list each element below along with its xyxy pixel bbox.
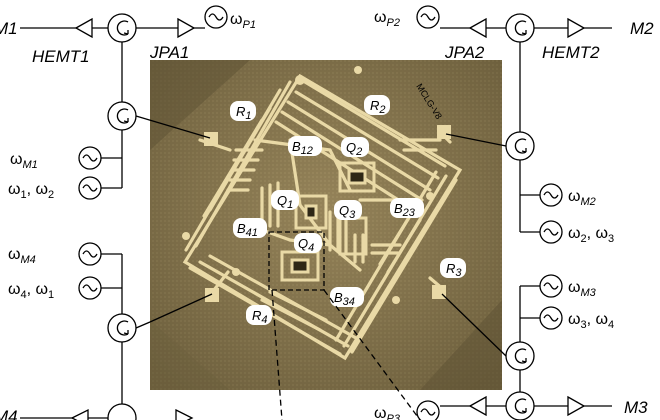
ac-source-icon xyxy=(78,176,102,200)
ac-source-icon xyxy=(78,276,102,300)
freq-d23: ω2, ω3 xyxy=(568,225,614,245)
svg-text:Q1: Q1 xyxy=(277,193,293,211)
circulator-icon xyxy=(505,131,535,161)
circulator-icon xyxy=(107,403,137,420)
freq-d34: ω3, ω4 xyxy=(568,311,614,331)
label-Q1: Q1 xyxy=(271,190,299,211)
amplifier-icon xyxy=(74,17,93,39)
amplifier-icon xyxy=(567,17,586,39)
ac-sources xyxy=(78,5,563,420)
ac-source-icon xyxy=(416,400,440,420)
freq-M3: ωM3 xyxy=(568,279,597,299)
freq-P3: ωP3 xyxy=(374,405,401,420)
ac-source-icon xyxy=(78,146,102,170)
amplifier-icon xyxy=(468,17,487,39)
svg-text:Q3: Q3 xyxy=(339,203,356,221)
label-B12: B12 xyxy=(288,136,322,157)
freq-M4: ωM4 xyxy=(8,246,36,266)
ac-source-icon xyxy=(416,5,440,29)
freq-M1: ωM1 xyxy=(10,151,38,171)
label-B34: B34 xyxy=(330,287,364,308)
freq-P1: ωP1 xyxy=(230,11,256,31)
amplifier-icon xyxy=(567,395,586,417)
ac-source-icon xyxy=(539,183,563,207)
qubit-pads xyxy=(280,161,376,282)
svg-text:B34: B34 xyxy=(334,290,355,308)
freq-d41: ω4, ω1 xyxy=(8,281,54,301)
svg-text:B23: B23 xyxy=(394,201,416,219)
label-R1: R1 xyxy=(230,101,256,122)
circulator-icon xyxy=(107,101,137,131)
svg-text:B12: B12 xyxy=(292,139,313,157)
svg-text:R1: R1 xyxy=(236,104,252,122)
ac-source-icon xyxy=(539,274,563,298)
label-B41: B41 xyxy=(233,218,267,239)
circulator-icon xyxy=(505,391,535,420)
label-M3: M3 xyxy=(624,398,648,417)
label-Q2: Q2 xyxy=(341,137,369,158)
ac-source-icon xyxy=(78,242,102,266)
label-R4: R4 xyxy=(246,305,272,326)
circulator-icon xyxy=(107,313,137,343)
circulator-icon xyxy=(107,13,137,43)
label-M1: M1 xyxy=(0,19,18,38)
svg-text:R2: R2 xyxy=(370,98,386,116)
freq-P2: ωP2 xyxy=(374,9,400,29)
amplifier-icon xyxy=(175,408,194,420)
label-HEMT1: HEMT1 xyxy=(32,47,90,66)
highlight-box xyxy=(268,231,325,291)
frequency-labels: ωP1 ωP2 ωM1 ω1, ω2 ωM4 ω4, ω1 ωM2 ω2, ω3… xyxy=(8,9,614,420)
amplifier-icon xyxy=(70,408,89,420)
circulator-icon xyxy=(505,341,535,371)
circulators xyxy=(107,13,535,420)
chip-labels: R1 R2 R3 R4 Q1 Q2 Q3 Q4 B12 B23 B34 B41 xyxy=(230,95,466,326)
ac-source-icon xyxy=(204,5,228,29)
line-labels: M1 HEMT1 JPA1 JPA2 HEMT2 M2 M3 M4 xyxy=(0,19,654,420)
amplifier-icon xyxy=(177,17,196,39)
svg-text:B41: B41 xyxy=(237,221,258,239)
circulator-icon xyxy=(505,13,535,43)
svg-text:R3: R3 xyxy=(446,261,462,279)
label-Q3: Q3 xyxy=(334,200,362,221)
freq-M2: ωM2 xyxy=(568,188,596,208)
amplifier-icon xyxy=(468,395,487,417)
label-Q4: Q4 xyxy=(294,233,322,254)
label-B23: B23 xyxy=(390,198,424,219)
freq-d12: ω1, ω2 xyxy=(8,181,54,201)
ac-source-icon xyxy=(539,220,563,244)
svg-text:R4: R4 xyxy=(252,308,268,326)
left-wiring xyxy=(20,27,213,419)
label-R2: R2 xyxy=(364,95,390,116)
label-JPA2: JPA2 xyxy=(444,43,485,62)
ac-source-icon xyxy=(539,306,563,330)
label-JPA1: JPA1 xyxy=(149,43,189,62)
chip-photo: MCLG-V8 xyxy=(150,60,502,390)
label-HEMT2: HEMT2 xyxy=(542,43,600,62)
svg-text:Q2: Q2 xyxy=(346,140,362,158)
svg-text:Q4: Q4 xyxy=(298,236,314,254)
amplifiers xyxy=(70,17,586,420)
label-R3: R3 xyxy=(440,258,466,279)
bond-pads xyxy=(182,66,451,304)
label-M4: M4 xyxy=(0,407,18,420)
label-M2: M2 xyxy=(630,19,654,38)
